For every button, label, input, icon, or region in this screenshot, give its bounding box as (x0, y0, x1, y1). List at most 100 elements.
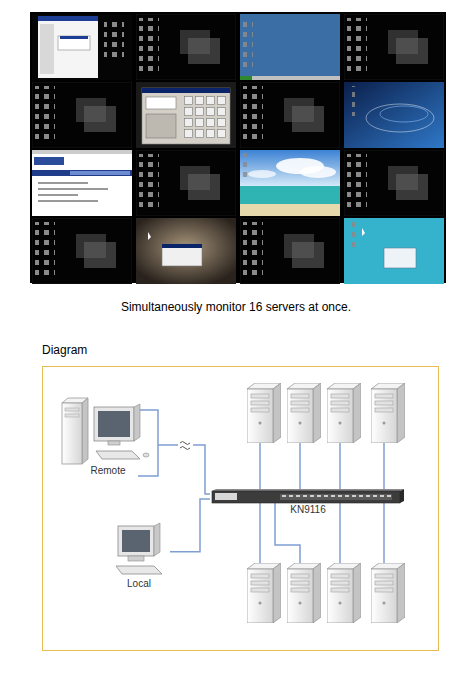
server-screen (243, 17, 253, 67)
local-console-drawing (118, 526, 154, 556)
server-screen (146, 97, 176, 109)
break-symbol (180, 442, 190, 450)
server-screen (344, 218, 444, 284)
kvm-switch-drawing (303, 495, 307, 497)
server-screen (32, 150, 132, 154)
kvm-switch-drawing (352, 495, 356, 497)
local-console-drawing (108, 522, 170, 578)
server-screen (136, 14, 236, 80)
server-screen (136, 82, 236, 148)
server-screen (240, 14, 340, 80)
server-screen (240, 204, 340, 216)
server-screen (380, 106, 428, 122)
server-screen (70, 171, 130, 175)
server-tower (247, 383, 281, 443)
server-wire (383, 503, 385, 567)
diagram-frame (43, 367, 439, 651)
local-console-drawing (128, 556, 144, 561)
local-console-drawing (154, 523, 160, 556)
server-screen (38, 16, 98, 78)
server-wire (259, 443, 261, 490)
kvm-switch-drawing (296, 495, 300, 497)
server-wire (339, 503, 341, 567)
server-screen (240, 186, 340, 204)
server-screen (300, 166, 336, 178)
server-tower (327, 563, 361, 623)
kvm-switch-drawing (289, 495, 293, 497)
server-screen (240, 218, 340, 284)
connector-line (170, 499, 210, 552)
server-screen (162, 244, 202, 266)
server-screen (38, 200, 98, 202)
server-screen (32, 170, 132, 176)
kvm-switch-drawing (215, 493, 237, 500)
kvm-switch-drawing (373, 495, 377, 497)
server-screen (38, 182, 88, 184)
server-screen (32, 14, 132, 80)
server-screen (184, 96, 228, 140)
screenshot-wall (30, 12, 446, 284)
server-wire (299, 443, 301, 490)
server-tower (371, 563, 405, 623)
kvm-switch-drawing (359, 495, 363, 497)
server-wire (339, 443, 341, 490)
server-screen (104, 18, 124, 58)
server-screen (32, 150, 132, 216)
server-wire (383, 443, 385, 490)
kvm-switch-drawing (366, 495, 370, 497)
server-screen (344, 14, 444, 80)
server-screen (384, 248, 416, 268)
server-tower (247, 563, 281, 623)
remote-computer-drawing (134, 404, 140, 441)
server-screen (240, 14, 340, 80)
kvm-switch-drawing (324, 495, 328, 497)
server-screen (240, 150, 340, 216)
remote-computer-drawing (143, 453, 149, 457)
server-screen (136, 218, 236, 284)
server-screen (60, 36, 88, 39)
server-tower (287, 383, 321, 443)
server-screen (344, 82, 444, 148)
server-screen (347, 86, 355, 116)
server-screen (362, 228, 365, 236)
remote-computer-drawing (98, 411, 130, 437)
section-title: Diagram (42, 343, 87, 357)
kvm-switch-drawing (331, 495, 335, 497)
figure-caption: Simultaneously monitor 16 servers at onc… (0, 300, 472, 314)
server-screen (240, 76, 340, 80)
server-wire (259, 503, 261, 567)
connector-line (158, 445, 210, 494)
kvm-switch-drawing (282, 495, 286, 497)
kvm-switch-drawing (387, 495, 391, 497)
node-label: KN9116 (210, 504, 406, 516)
server-screen (162, 244, 202, 248)
server-screen (240, 82, 340, 148)
server-screen (32, 218, 132, 284)
remote-computer: Remote (58, 395, 158, 481)
server-screen (38, 16, 98, 21)
remote-computer-drawing (82, 398, 88, 464)
server-screen (347, 221, 355, 251)
kvm-switch-drawing (212, 491, 400, 503)
server-screen (32, 82, 132, 148)
server-screen (142, 88, 230, 93)
server-screen (366, 104, 434, 132)
server-screen (240, 150, 340, 186)
server-screen (136, 82, 236, 148)
kvm-switch-drawing (380, 495, 384, 497)
server-screen (248, 170, 276, 178)
remote-computer-drawing (58, 395, 158, 465)
kvm-switch-drawing (400, 489, 404, 503)
server-tower (327, 383, 361, 443)
remote-wire-bracket (138, 410, 158, 476)
kvm-switch-drawing (338, 495, 342, 497)
server-screen (148, 232, 151, 240)
server-screen (243, 153, 251, 179)
screen-frame (30, 12, 446, 283)
kvm-switch-drawing (282, 495, 391, 497)
remote-computer-drawing (65, 408, 79, 411)
node-label: Local (108, 578, 170, 590)
server-screen (58, 36, 90, 50)
server-screen (142, 88, 230, 144)
